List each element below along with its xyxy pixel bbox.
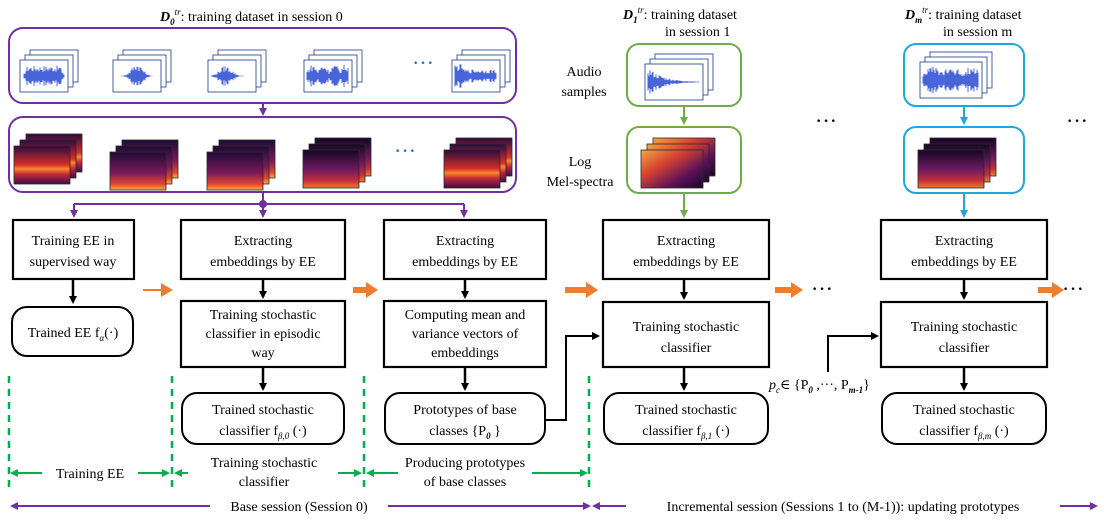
s1-train-line1: Training stochastic: [633, 320, 739, 335]
svg-text:Dmtr: training dataset: Dmtr: training dataset: [904, 5, 1022, 25]
waveform-trace: [647, 70, 700, 94]
audio-ellipsis-icon: ···: [412, 50, 434, 75]
waveform-trace: [23, 65, 65, 87]
session1-waveforms: [644, 53, 714, 101]
dataset-0-header: D0tr: training dataset in session 0: [159, 7, 343, 27]
trained-sc0-line2: classifier fβ,0 (·): [219, 424, 307, 441]
ellipsis-top-mid: ···: [815, 108, 837, 133]
extract-embeddings-box-1: [179, 218, 347, 281]
extract-2-line1: Extracting: [436, 234, 494, 249]
stage-dividers: [7, 376, 591, 490]
train-ee-line1: Training EE in: [32, 234, 115, 249]
mel-branch-connector: [70, 192, 468, 218]
trained-ee-box: [11, 306, 134, 357]
compute-line2: variance vectors of: [412, 327, 519, 342]
trained-sc1-line2: classifier fβ,1 (·): [642, 424, 730, 441]
sessionm-waveforms: [919, 51, 993, 99]
session1-mel-spectrograms: [640, 137, 716, 189]
waveform-trace: [210, 66, 245, 86]
trained-sc1-line1: Trained stochastic: [635, 403, 737, 418]
ellipsis-after-session1: ···: [811, 276, 833, 301]
mel-ellipsis-icon: ···: [394, 138, 416, 163]
audio-label-2: samples: [561, 85, 606, 100]
trained-scm-line1: Trained stochastic: [913, 403, 1015, 418]
branch-dot: [259, 200, 267, 208]
sessionm-extract-box: [879, 218, 1049, 281]
prototypes-line1: Prototypes of base: [413, 403, 516, 418]
compute-line3: embeddings: [431, 346, 499, 361]
episodic-line1: Training stochastic: [210, 308, 316, 323]
trained-sc0-box: [181, 392, 345, 445]
episodic-line2: classifier in episodic: [205, 327, 320, 342]
mel-label-2: Mel-spectra: [547, 175, 615, 190]
spectrogram-frame: [443, 149, 501, 189]
span-training-ee: Training EE: [56, 467, 124, 482]
s1-extract-line2: embeddings by EE: [633, 255, 739, 270]
span-training-sc-2: classifier: [239, 475, 290, 490]
waveform-trace: [454, 64, 497, 88]
base-session-label: Base session (Session 0): [230, 500, 368, 515]
train-stochastic-episodic-box: [179, 299, 347, 369]
trained-scm-box: [881, 392, 1047, 445]
base-mel-spectrograms: [13, 133, 513, 191]
s1-extract-line1: Extracting: [657, 234, 715, 249]
sm-train-line1: Training stochastic: [911, 320, 1017, 335]
session1-train-sc-box: [601, 300, 771, 369]
prototypes-box: [384, 392, 546, 445]
extract-1-line2: embeddings by EE: [210, 255, 316, 270]
span-training-sc-1: Training stochastic: [211, 456, 317, 471]
sm-extract-line2: embeddings by EE: [911, 255, 1017, 270]
dataset-1-line2: in session 1: [665, 25, 730, 40]
svg-text:D0tr: training dataset in sess: D0tr: training dataset in session 0: [159, 7, 343, 27]
sessionm-mel-spectrograms: [917, 137, 997, 189]
ellipsis-top-right: ···: [1066, 108, 1088, 133]
dataset-m-line2: in session m: [943, 25, 1012, 40]
waveform-trace: [120, 66, 154, 86]
dataset-m-header: Dmtr: training dataset in session m: [904, 5, 1022, 40]
prototypes-to-sessionm-arrow: [827, 332, 879, 372]
dataset-1-header: D1tr: training dataset in session 1: [622, 5, 737, 40]
spectrogram-frame: [109, 151, 167, 191]
spectrogram-frame: [206, 151, 264, 191]
svg-text:D1tr: training dataset: D1tr: training dataset: [622, 5, 737, 25]
pc-membership-label: pc∈ {P0 ,···, Pm-1}: [768, 378, 870, 395]
audio-label-1: Audio: [567, 65, 602, 80]
s1-train-line2: classifier: [661, 341, 712, 356]
extract-2-line2: embeddings by EE: [412, 255, 518, 270]
episodic-line3: way: [251, 346, 274, 361]
spectrogram-frame: [302, 149, 360, 189]
sm-train-line2: classifier: [939, 341, 990, 356]
prototypes-line2: classes {P0 }: [429, 424, 501, 441]
waveform-trace: [922, 66, 979, 94]
session1-extract-box: [601, 218, 771, 281]
sessionm-train-sc-box: [879, 300, 1049, 369]
prototypes-to-session1-arrow: [545, 332, 600, 421]
ellipsis-after-sessionm: ···: [1062, 276, 1084, 301]
waveform-trace: [306, 65, 349, 87]
trained-sc1-box: [603, 392, 769, 445]
base-audio-waveforms: [19, 49, 511, 93]
compute-mean-box: [382, 299, 548, 369]
spectrogram-frame: [917, 149, 985, 189]
compute-line1: Computing mean and: [405, 308, 526, 323]
orange-flow-arrows: [143, 282, 1064, 298]
extract-embeddings-box-2: [382, 218, 548, 281]
trained-scm-line2: classifier fβ,m (·): [919, 424, 1009, 441]
mel-label-1: Log: [569, 155, 592, 170]
extract-1-line1: Extracting: [234, 234, 292, 249]
waveform-frame: [207, 59, 257, 93]
span-producing-2: of base classes: [424, 475, 506, 490]
train-ee-box: [11, 218, 136, 281]
spectrogram-frame: [640, 149, 704, 189]
incremental-session-label: Incremental session (Sessions 1 to (M-1)…: [667, 500, 1020, 515]
sm-extract-line1: Extracting: [935, 234, 993, 249]
span-producing-1: Producing prototypes: [405, 456, 525, 471]
trained-ee-label: Trained EE fα(·): [28, 326, 119, 343]
train-ee-line2: supervised way: [30, 255, 117, 270]
trained-sc0-line1: Trained stochastic: [212, 403, 314, 418]
spectrogram-frame: [13, 145, 71, 185]
